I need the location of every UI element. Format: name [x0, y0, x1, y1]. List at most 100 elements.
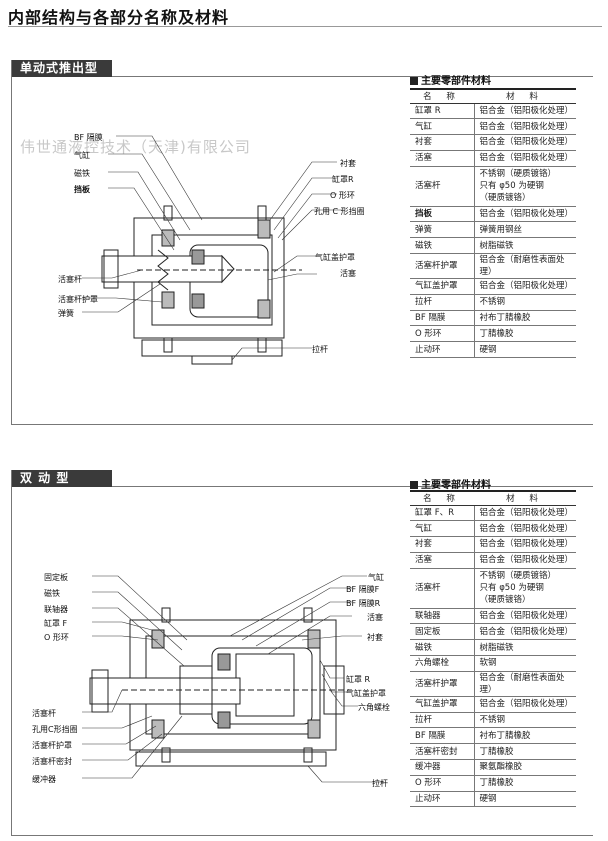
- table-row: 气缸铝合金（铝阳极化处理）: [410, 520, 576, 538]
- table-row: 弹簧弹簧用钢丝: [410, 221, 576, 239]
- label-o-ring: O 形环: [44, 633, 69, 642]
- label-cylinder: 气缸: [74, 150, 90, 160]
- part-name-cell: 气缸: [410, 520, 475, 538]
- table-row: 活塞杆密封丁腈橡胶: [410, 743, 576, 761]
- table-row: 缓冲器聚氨酯橡胶: [410, 759, 576, 776]
- label-piston: 活塞: [367, 612, 383, 622]
- part-name-cell: 止动环: [410, 341, 475, 359]
- label-circlip: 孔用 C 形挡圈: [314, 206, 365, 216]
- material-cell: 弹簧用钢丝: [474, 221, 576, 239]
- part-name-cell: 活塞杆护罩: [410, 253, 475, 280]
- table-row: O 形环丁腈橡胶: [410, 325, 576, 343]
- table-row: 活塞杆不锈钢（硬质镀铬） 只有 φ50 为硬钢 （硬质镀铬）: [410, 568, 576, 609]
- material-cell: 铝合金（铝阳极化处理）: [474, 696, 576, 713]
- table-row: O 形环丁腈橡胶: [410, 775, 576, 792]
- material-cell: 铝合金（铝阳极化处理）: [474, 103, 576, 120]
- label-bushing: 衬套: [367, 632, 383, 642]
- part-name-cell: 衬套: [410, 536, 475, 553]
- material-cell: 树脂磁铁: [474, 639, 576, 657]
- label-tie-rod: 拉杆: [372, 778, 388, 788]
- material-cell: 不锈钢（硬质镀铬） 只有 φ50 为硬钢 （硬质镀铬）: [474, 568, 576, 609]
- part-name-cell: BF 隔膜: [410, 727, 475, 745]
- table-row: 止动环硬钢: [410, 341, 576, 359]
- table-row: 磁铁树脂磁铁: [410, 237, 576, 255]
- material-cell: 硬钢: [474, 341, 576, 359]
- table-row: 衬套铝合金（铝阳极化处理）: [410, 134, 576, 151]
- material-cell: 铝合金（铝阳极化处理）: [474, 536, 576, 553]
- material-cell: 铝合金（耐磨性表面处理）: [474, 671, 576, 697]
- label-hex-bolt: 六角螺栓: [358, 702, 390, 712]
- section-divider: [112, 76, 593, 77]
- part-name-cell: 缸罩 R: [410, 103, 475, 120]
- part-name-cell: 气缸: [410, 118, 475, 136]
- material-cell: 聚氨酯橡胶: [474, 759, 576, 776]
- label-cap-r: 缸罩R: [332, 174, 354, 184]
- label-baffle: 挡板: [74, 184, 91, 194]
- title-divider: [8, 26, 602, 27]
- table-row: 联轴器铝合金（铝阳极化处理）: [410, 608, 576, 625]
- table-row: 拉杆不锈钢: [410, 294, 576, 311]
- table-row: 衬套铝合金（铝阳极化处理）: [410, 536, 576, 553]
- label-spring: 弹簧: [58, 308, 74, 318]
- single-acting-cross-section-drawing: BF 隔膜 气缸 磁铁 挡板 衬套 缸罩R O 形环 孔用 C 形挡圈 气缸盖护…: [58, 132, 365, 365]
- table-row: 活塞杆护罩铝合金（耐磨性表面处理）: [410, 253, 576, 280]
- col-header-material: 材 料: [474, 88, 576, 104]
- part-name-cell: 气缸盖护罩: [410, 278, 475, 295]
- material-cell: 铝合金（耐磨性表面处理）: [474, 253, 576, 280]
- label-bf-diaphragm-f: BF 隔膜F: [346, 584, 380, 594]
- label-rod-guard: 活塞杆护罩: [58, 294, 98, 304]
- label-piston-rod: 活塞杆: [32, 708, 56, 718]
- table-row: 气缸盖护罩铝合金（铝阳极化处理）: [410, 696, 576, 713]
- table-row: 挡板铝合金（铝阳极化处理）: [410, 206, 576, 223]
- label-cap-guard: 气缸盖护罩: [346, 688, 386, 698]
- label-buffer: 缓冲器: [32, 774, 56, 784]
- material-cell: 丁腈橡胶: [474, 775, 576, 792]
- material-cell: 铝合金（铝阳极化处理）: [474, 608, 576, 625]
- table-row: 气缸盖护罩铝合金（铝阳极化处理）: [410, 278, 576, 295]
- label-bf-diaphragm-r: BF 隔膜R: [346, 598, 381, 608]
- part-name-cell: 磁铁: [410, 639, 475, 657]
- label-piston: 活塞: [340, 268, 356, 278]
- material-cell: 铝合金（铝阳极化处理）: [474, 118, 576, 136]
- part-name-cell: 活塞杆: [410, 568, 475, 609]
- material-cell: 不锈钢（硬质镀铬） 只有 φ50 为硬钢 （硬质镀铬）: [474, 166, 576, 207]
- part-name-cell: 固定板: [410, 623, 475, 641]
- label-bushing: 衬套: [340, 158, 356, 168]
- part-name-cell: 活塞: [410, 552, 475, 569]
- col-header-name: 名 称: [410, 490, 474, 506]
- material-cell: 铝合金（铝阳极化处理）: [474, 278, 576, 295]
- table-row: 活塞铝合金（铝阳极化处理）: [410, 150, 576, 167]
- table-row: 固定板铝合金（铝阳极化处理）: [410, 623, 576, 641]
- label-cap-guard: 气缸盖护罩: [315, 252, 355, 262]
- section-double-acting: 双 动 型: [11, 470, 593, 836]
- material-cell: 铝合金（铝阳极化处理）: [474, 623, 576, 641]
- table-row: 六角螺栓软钢: [410, 655, 576, 672]
- material-cell: 衬布丁腈橡胶: [474, 310, 576, 327]
- col-header-name: 名 称: [410, 88, 474, 104]
- col-header-material: 材 料: [474, 490, 576, 506]
- label-magnet: 磁铁: [44, 588, 60, 598]
- material-cell: 铝合金（铝阳极化处理）: [474, 552, 576, 569]
- watermark: 伟世通液控技术（天津)有限公司: [20, 138, 251, 156]
- material-cell: 铝合金（铝阳极化处理）: [474, 505, 576, 522]
- label-tie-rod: 拉杆: [312, 344, 328, 354]
- table-row: 气缸铝合金（铝阳极化处理）: [410, 118, 576, 136]
- label-cap-r: 缸罩 R: [346, 674, 371, 684]
- label-cylinder: 气缸: [368, 572, 384, 582]
- part-name-cell: 缓冲器: [410, 759, 475, 776]
- table-row: 活塞杆不锈钢（硬质镀铬） 只有 φ50 为硬钢 （硬质镀铬）: [410, 166, 576, 207]
- material-cell: 衬布丁腈橡胶: [474, 727, 576, 745]
- section-single-acting: 单动式推出型: [11, 60, 593, 425]
- label-circlip: 孔用C形挡圈: [32, 724, 78, 734]
- section-heading: 单动式推出型: [12, 60, 112, 77]
- part-name-cell: 拉杆: [410, 294, 475, 311]
- section-divider: [112, 486, 593, 487]
- page-title: 内部结构与各部分名称及材料: [8, 8, 230, 27]
- label-coupler: 联轴器: [44, 604, 68, 614]
- part-name-cell: O 形环: [410, 325, 475, 343]
- material-cell: 软钢: [474, 655, 576, 672]
- material-cell: 铝合金（铝阳极化处理）: [474, 134, 576, 151]
- material-cell: 铝合金（铝阳极化处理）: [474, 206, 576, 223]
